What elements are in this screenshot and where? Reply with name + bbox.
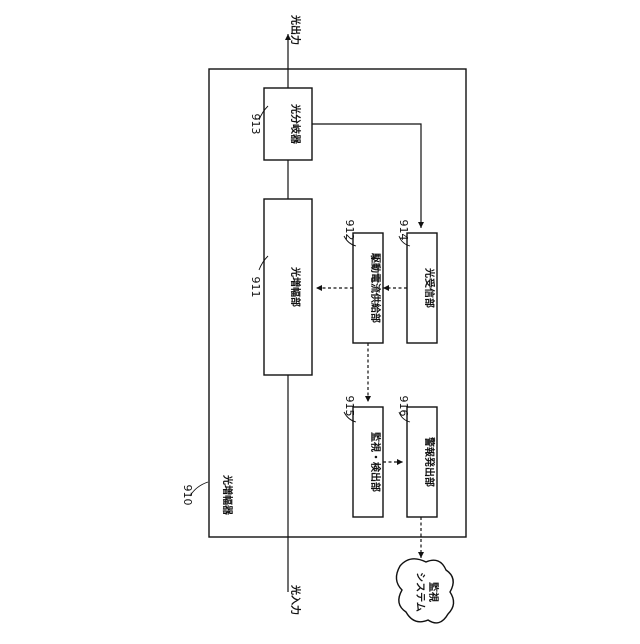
ref-912: 912 bbox=[343, 220, 356, 241]
monitoring-system-label-1: 監視 bbox=[427, 582, 440, 602]
ref-913: 913 bbox=[249, 114, 262, 135]
ref-911: 911 bbox=[249, 277, 262, 298]
ref-916: 916 bbox=[397, 396, 410, 417]
splitter-label: 光分岐器 bbox=[289, 103, 302, 145]
light-output-label: 光出力 bbox=[289, 14, 302, 45]
alarm-label: 警報発出部 bbox=[423, 436, 436, 487]
light-input-label: 光入力 bbox=[289, 584, 302, 615]
ref-910: 910 bbox=[181, 485, 194, 506]
receiver-label: 光受信部 bbox=[423, 267, 436, 308]
amplifier-device-label: 光増幅器 bbox=[221, 474, 234, 516]
amplifier-unit-block bbox=[264, 199, 312, 375]
amplifier-unit-label: 光増幅部 bbox=[289, 266, 302, 307]
monitor-detect-label: 監視・検出部 bbox=[369, 432, 382, 492]
splitter-block bbox=[264, 88, 312, 160]
drive-current-label: 駆動電流供給部 bbox=[369, 252, 382, 323]
ref-915: 915 bbox=[343, 396, 356, 417]
ref-914: 914 bbox=[397, 220, 410, 241]
monitoring-system-label-2: システム bbox=[414, 572, 426, 612]
